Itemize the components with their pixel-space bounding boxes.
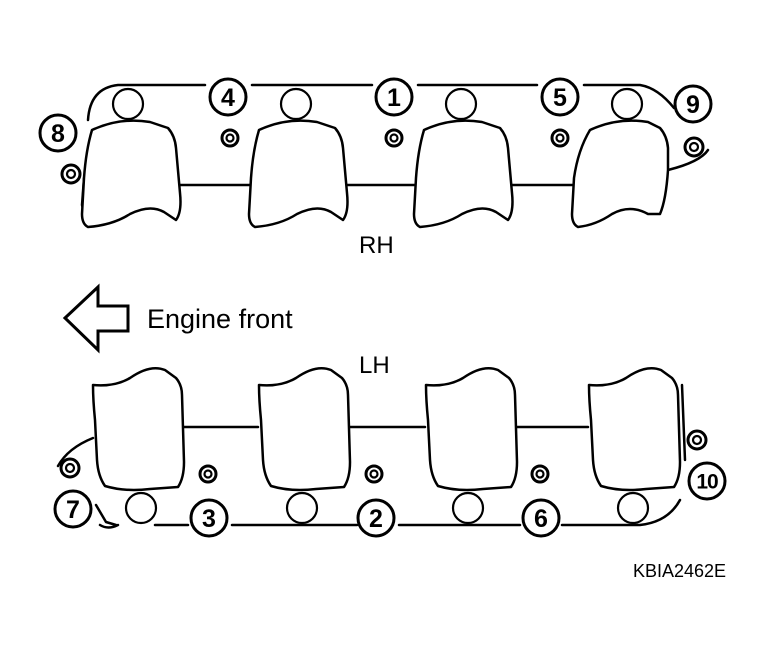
rh-sequence-marker: 5: [540, 77, 580, 117]
lh-bolt-holes: [59, 429, 708, 484]
lh-sequence-marker: 7: [53, 489, 93, 529]
lh-sequence-marker: 10: [687, 461, 727, 501]
rh-sequence-marker: 1: [374, 77, 414, 117]
engine-front-label: Engine front: [147, 304, 293, 334]
lh-label: LH: [359, 352, 390, 379]
rh-sequence-number: 8: [51, 120, 65, 148]
rh-gasket: 8 4 1 5 9 RH: [38, 77, 713, 259]
rh-port-1: [80, 119, 182, 229]
lh-sequence-marker: 3: [189, 498, 229, 538]
arrow-left-icon: [62, 283, 130, 354]
rh-bolt-hole: [550, 128, 570, 148]
rh-label: RH: [359, 232, 394, 259]
lh-dowel-hole-4: [616, 491, 650, 525]
rh-dowel-hole-1: [111, 87, 145, 121]
rh-sequence-number: 1: [387, 84, 401, 112]
rh-sequence-marker: 4: [208, 77, 248, 117]
lh-bolt-hole: [686, 429, 708, 451]
lh-dowel-holes: [124, 491, 650, 525]
lh-bolt-hole: [198, 464, 218, 484]
rh-port-4: [570, 119, 670, 229]
rh-sequence-marker: 8: [38, 113, 78, 153]
rh-sequence-number: 4: [221, 84, 235, 112]
lh-port-2: [257, 367, 352, 492]
lh-dowel-hole-1: [124, 491, 158, 525]
rh-sequence-number: 9: [686, 91, 700, 119]
rh-dowel-hole-4: [610, 87, 644, 121]
rh-dowel-hole-2: [279, 87, 313, 121]
rh-port-2: [247, 119, 349, 229]
lh-tightening-sequence: 7 3 2 6 10: [53, 461, 727, 538]
rh-tightening-sequence: 8 4 1 5 9: [38, 77, 713, 153]
lh-bolt-hole: [364, 464, 384, 484]
lh-sequence-number: 6: [534, 505, 548, 533]
lh-sequence-marker: 6: [521, 498, 561, 538]
rh-intake-ports: [80, 119, 670, 229]
lh-intake-ports: [91, 367, 682, 492]
rh-port-3: [412, 119, 514, 229]
engine-front-indicator: Engine front: [62, 283, 293, 354]
rh-bolt-hole: [384, 128, 404, 148]
lh-port-1: [91, 367, 186, 492]
lh-sequence-marker: 2: [356, 498, 396, 538]
lh-bolt-hole: [59, 457, 81, 479]
lh-dowel-hole-2: [285, 491, 319, 525]
lh-gasket: LH: [53, 352, 727, 538]
lh-bolt-hole: [530, 464, 550, 484]
lh-port-3: [424, 367, 519, 492]
lh-sequence-number: 7: [66, 496, 80, 524]
rh-sequence-number: 5: [553, 84, 567, 112]
rh-bolt-holes: [60, 128, 705, 185]
rh-sequence-marker: 9: [673, 84, 713, 124]
lh-dowel-hole-3: [451, 491, 485, 525]
rh-bolt-hole: [60, 163, 82, 185]
lh-sequence-number: 2: [369, 505, 383, 533]
rh-bolt-hole: [220, 128, 240, 148]
rh-bolt-hole: [683, 136, 705, 158]
lh-port-4: [587, 367, 682, 492]
lh-gasket-outline: [56, 383, 687, 529]
rh-dowel-holes: [111, 87, 644, 121]
lh-sequence-number: 10: [696, 471, 718, 494]
rh-dowel-hole-3: [444, 87, 478, 121]
figure-code: KBIA2462E: [633, 561, 726, 581]
lh-sequence-number: 3: [202, 505, 216, 533]
